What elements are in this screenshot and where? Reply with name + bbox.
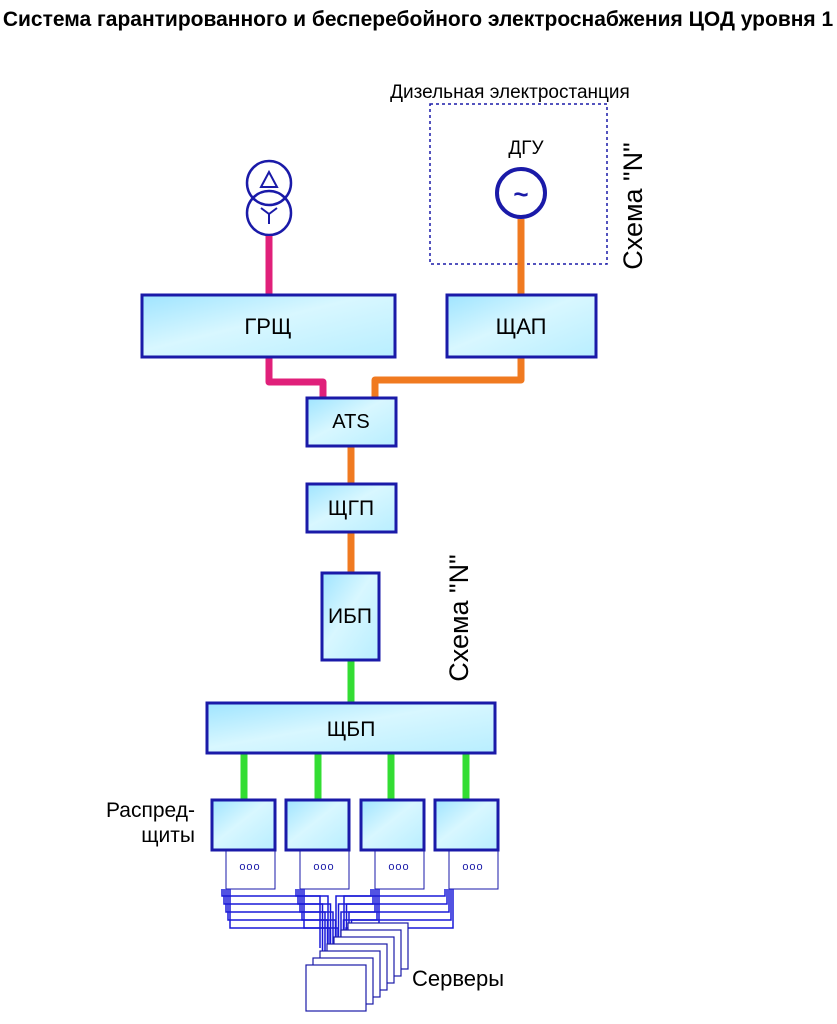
ac-symbol: ~ xyxy=(513,179,528,209)
distribution-boards: ooo ooo ooo ooo xyxy=(210,798,500,890)
distribution-board-box xyxy=(433,798,500,852)
server-stack xyxy=(305,922,409,1012)
diesel-station-label: Дизельная электростанция xyxy=(390,82,630,103)
outlet-ellipsis: ooo xyxy=(388,861,409,873)
server-cable xyxy=(225,889,326,954)
ibp-box: ИБП xyxy=(320,571,381,662)
grsch-label: ГРЩ xyxy=(244,314,291,339)
ats-label: ATS xyxy=(332,411,369,433)
page-title: Система гарантированного и бесперебойног… xyxy=(3,8,834,31)
grsch-box: ГРЩ xyxy=(140,293,397,359)
schap-box: ЩАП xyxy=(445,293,598,359)
dist-label-line2: щиты xyxy=(141,824,195,847)
transformer-icon xyxy=(245,159,293,237)
outlet-ellipsis: ooo xyxy=(239,861,260,873)
schap-label: ЩАП xyxy=(496,314,547,339)
distribution-board-1: ooo xyxy=(210,798,277,890)
server-cable xyxy=(227,889,329,957)
line-grsch-to-ats xyxy=(265,357,327,398)
outlet-ellipsis: ooo xyxy=(462,861,483,873)
scheme-n-label-middle: Схема "N" xyxy=(444,554,474,681)
distribution-outlet-panel xyxy=(374,850,425,890)
server-cable xyxy=(221,889,321,948)
dist-label-line1: Распред- xyxy=(106,799,195,822)
scheme-n-label-top: Схема "N" xyxy=(618,142,648,269)
server-cable xyxy=(343,889,446,948)
schbp-label: ЩБП xyxy=(327,718,376,741)
server-unit xyxy=(305,964,367,1012)
distribution-board-3: ooo xyxy=(359,798,426,890)
distribution-outlet-panel xyxy=(299,850,350,890)
line-schap-to-ats xyxy=(371,357,525,398)
server-cable xyxy=(299,889,334,954)
servers-label: Серверы xyxy=(412,966,504,991)
distribution-outlet-panel xyxy=(448,850,499,890)
distribution-board-box xyxy=(284,798,351,852)
distribution-board-box xyxy=(359,798,426,852)
server-cable xyxy=(229,889,331,960)
server-cable xyxy=(295,889,329,948)
ibp-label: ИБП xyxy=(328,605,372,628)
schbp-box: ЩБП xyxy=(205,701,497,755)
outlet-ellipsis: ooo xyxy=(313,861,334,873)
distribution-board-box xyxy=(210,798,277,852)
diesel-station-frame xyxy=(429,103,608,265)
distribution-board-2: ooo xyxy=(284,798,351,890)
dgu-label: ДГУ xyxy=(508,138,544,159)
schgp-box: ЩГП xyxy=(305,482,398,534)
power-lines xyxy=(240,219,525,800)
server-cable xyxy=(345,889,448,951)
ats-box: ATS xyxy=(305,396,398,448)
ac-generator-icon: ~ xyxy=(495,167,547,219)
schgp-label: ЩГП xyxy=(328,497,374,520)
distribution-outlet-panel xyxy=(225,850,276,890)
distribution-board-4: ooo xyxy=(433,798,500,890)
